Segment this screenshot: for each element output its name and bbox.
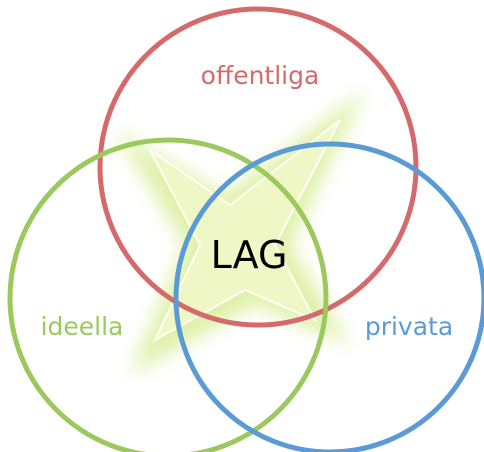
label-ideella: ideella (41, 312, 124, 341)
label-privata: privata (365, 312, 453, 341)
circle-privata (173, 141, 484, 452)
label-offentliga: offentliga (201, 61, 320, 90)
star-body-shape (150, 120, 340, 340)
circle-offentliga (97, 6, 419, 328)
circle-ideella (7, 137, 329, 452)
center-label-lag: LAG (211, 233, 288, 277)
